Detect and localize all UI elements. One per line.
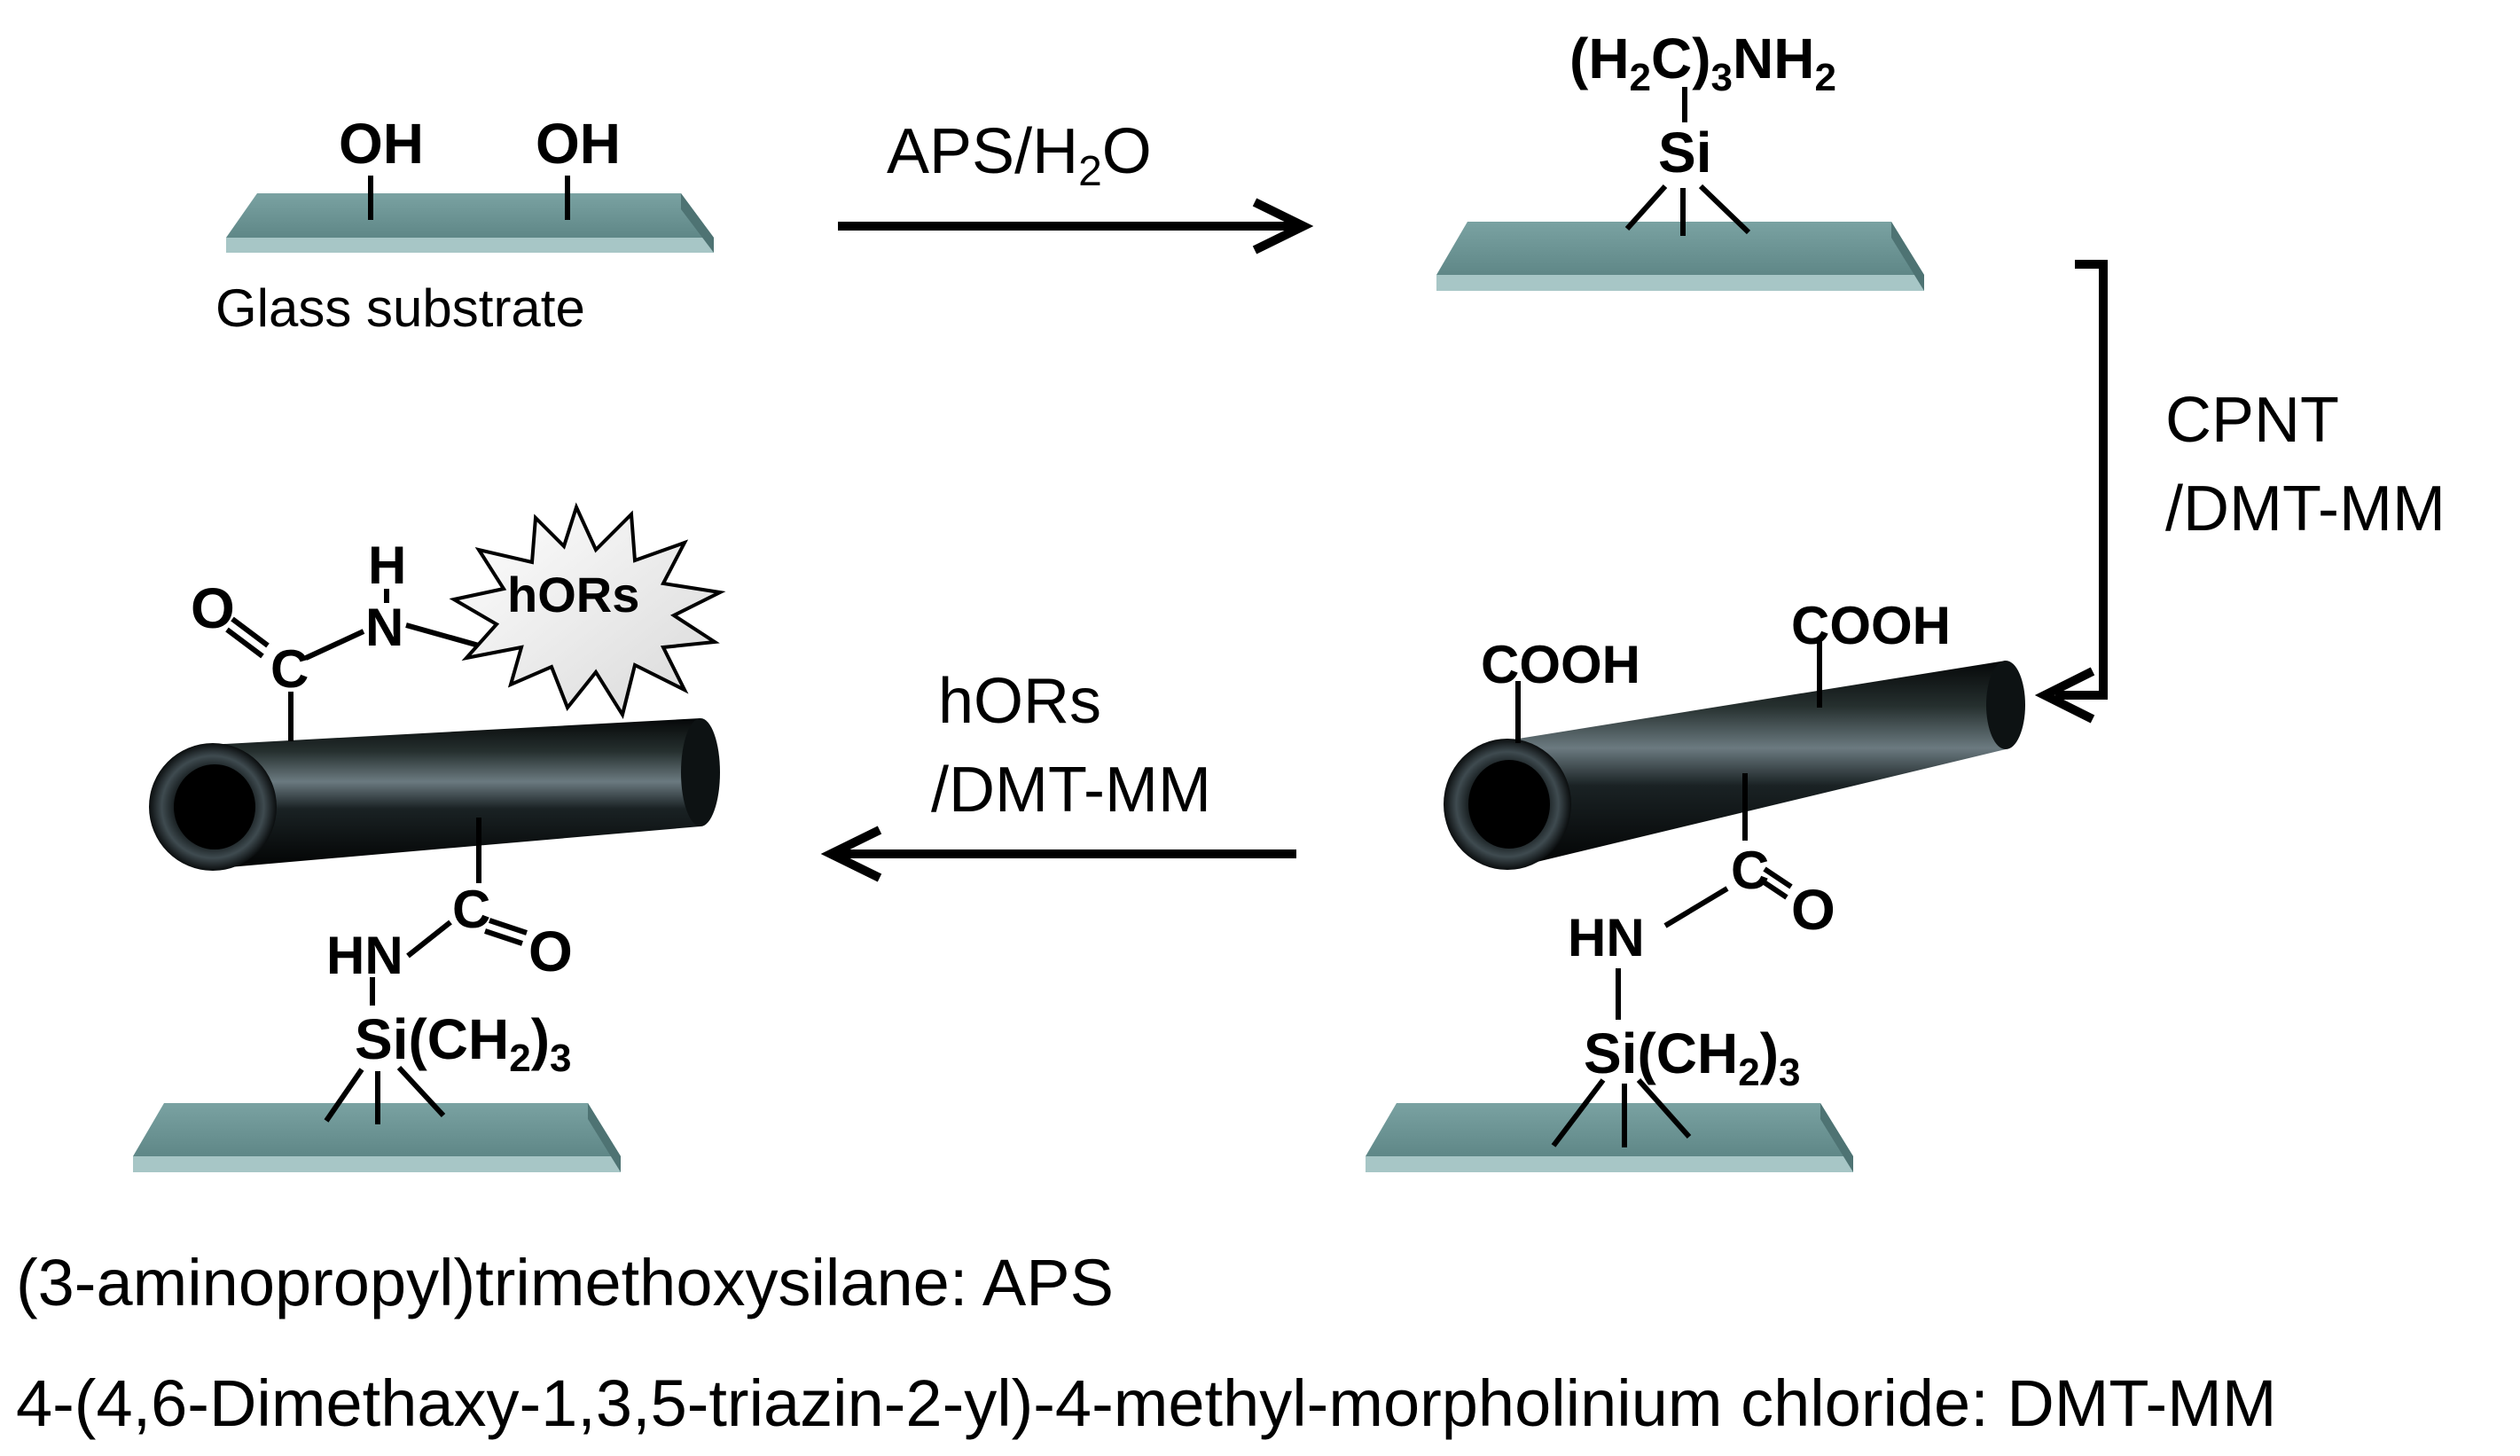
arrow-hors: hORs /DMT-MM: [820, 666, 1296, 882]
amide-nitrogen-top: N: [365, 598, 403, 657]
glass-substrate-caption: Glass substrate: [215, 278, 585, 338]
silyl-propyl-bottom: Si(CH2)3: [355, 1007, 572, 1080]
receptor-burst: hORs: [449, 502, 726, 720]
glass-plate: [133, 1103, 621, 1156]
carboxyl-right: COOH: [1791, 596, 1951, 655]
aminopropyl-chain: (H2C)3NH2: [1569, 27, 1836, 99]
amide-carbon: C: [1731, 841, 1769, 900]
hydroxyl-right: OH: [536, 112, 621, 176]
step1-glass-substrate: OH OH Glass substrate: [215, 112, 714, 338]
step3-cpnt-immobilized: COOH COOH C O HN Si(CH2)3: [1366, 596, 2025, 1172]
arrow-cpnt: CPNT /DMT-MM: [2034, 260, 2446, 724]
amide-oxygen-bottom: O: [528, 920, 573, 983]
step4-hors-conjugated: O C H N hORs C O HN Si(CH2)3: [133, 502, 726, 1172]
definition-dmtmm: 4-(4,6-Dimethaxy-1,3,5-triazin-2-yl)-4-m…: [16, 1366, 2277, 1440]
definition-aps: (3-aminopropyl)trimethoxysilane: APS: [16, 1246, 1114, 1319]
step2-aps-functionalized: (H2C)3NH2 Si: [1436, 27, 1924, 291]
hydroxyl-left: OH: [339, 112, 424, 176]
amide-carbon-bottom: C: [452, 880, 490, 939]
amide-hydrogen-top: H: [368, 536, 406, 595]
arrow-aps-label: APS/H2O: [887, 116, 1152, 195]
glass-plate-edge: [226, 238, 714, 253]
silicon-atom: Si: [1658, 121, 1711, 184]
amide-nh-bottom: HN: [326, 926, 403, 985]
amide-oxygen: O: [1791, 878, 1835, 942]
hors-label: hORs: [507, 567, 639, 622]
glass-plate: [226, 193, 714, 238]
glass-plate: [1366, 1103, 1853, 1156]
amide-nh: HN: [1568, 908, 1645, 967]
silyl-propyl: Si(CH2)3: [1584, 1022, 1801, 1094]
arrow-hors-line1: hORs: [938, 666, 1101, 737]
carbon-nanotube: [1444, 661, 2025, 870]
carbonyl-carbon-top: C: [270, 639, 309, 699]
carbon-nanotube: [149, 718, 720, 871]
glass-plate: [1436, 222, 1924, 275]
arrow-cpnt-line1: CPNT: [2165, 385, 2339, 456]
carboxyl-left: COOH: [1481, 635, 1640, 694]
arrow-cpnt-line2: /DMT-MM: [2165, 474, 2446, 544]
arrow-aps: APS/H2O: [838, 116, 1314, 254]
arrow-hors-line2: /DMT-MM: [931, 755, 1211, 826]
